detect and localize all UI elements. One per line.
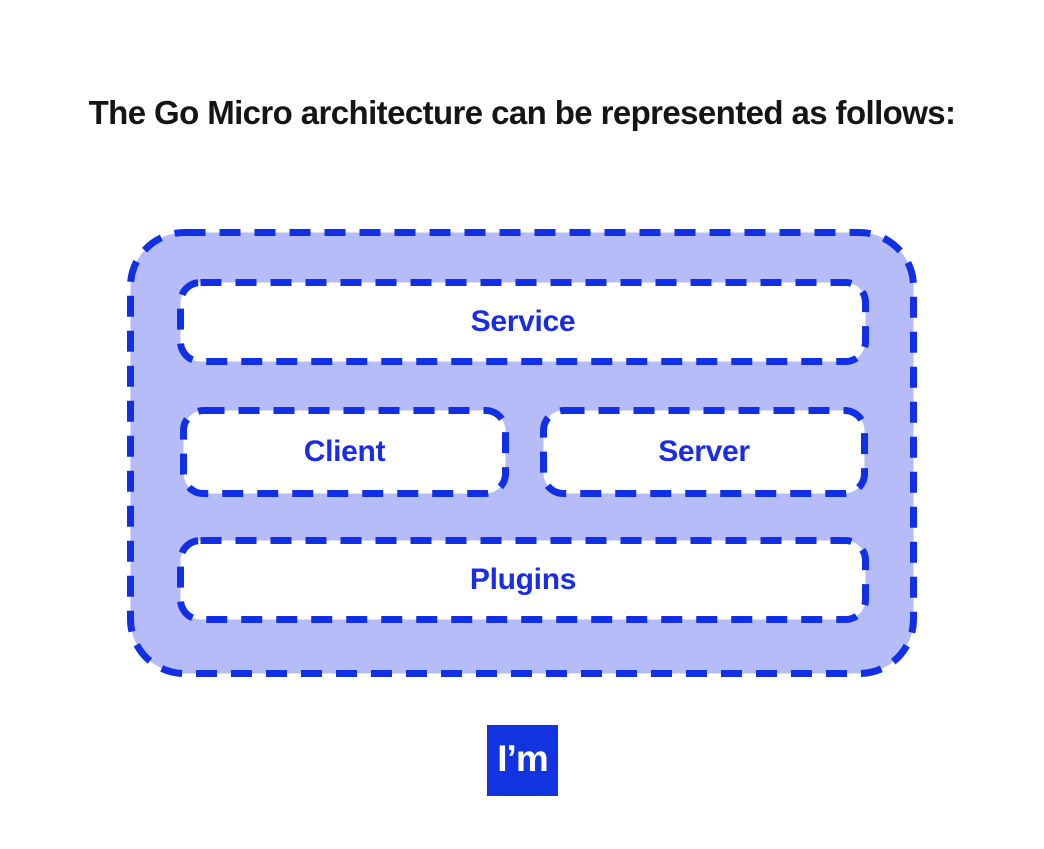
client-box-label: Client xyxy=(303,435,386,468)
server-box-label: Server xyxy=(658,435,750,468)
page-title: The Go Micro architecture can be represe… xyxy=(88,94,956,131)
server-box-shape xyxy=(540,407,868,497)
service-box-shape xyxy=(177,279,869,365)
service-box-label: Service xyxy=(470,305,576,338)
plugins-box-shape xyxy=(177,537,869,623)
im-logo-text: I’m xyxy=(497,738,548,779)
plugins-box-label: Plugins xyxy=(469,563,577,596)
im-logo: I’m xyxy=(487,725,558,796)
client-box-shape xyxy=(180,407,509,497)
